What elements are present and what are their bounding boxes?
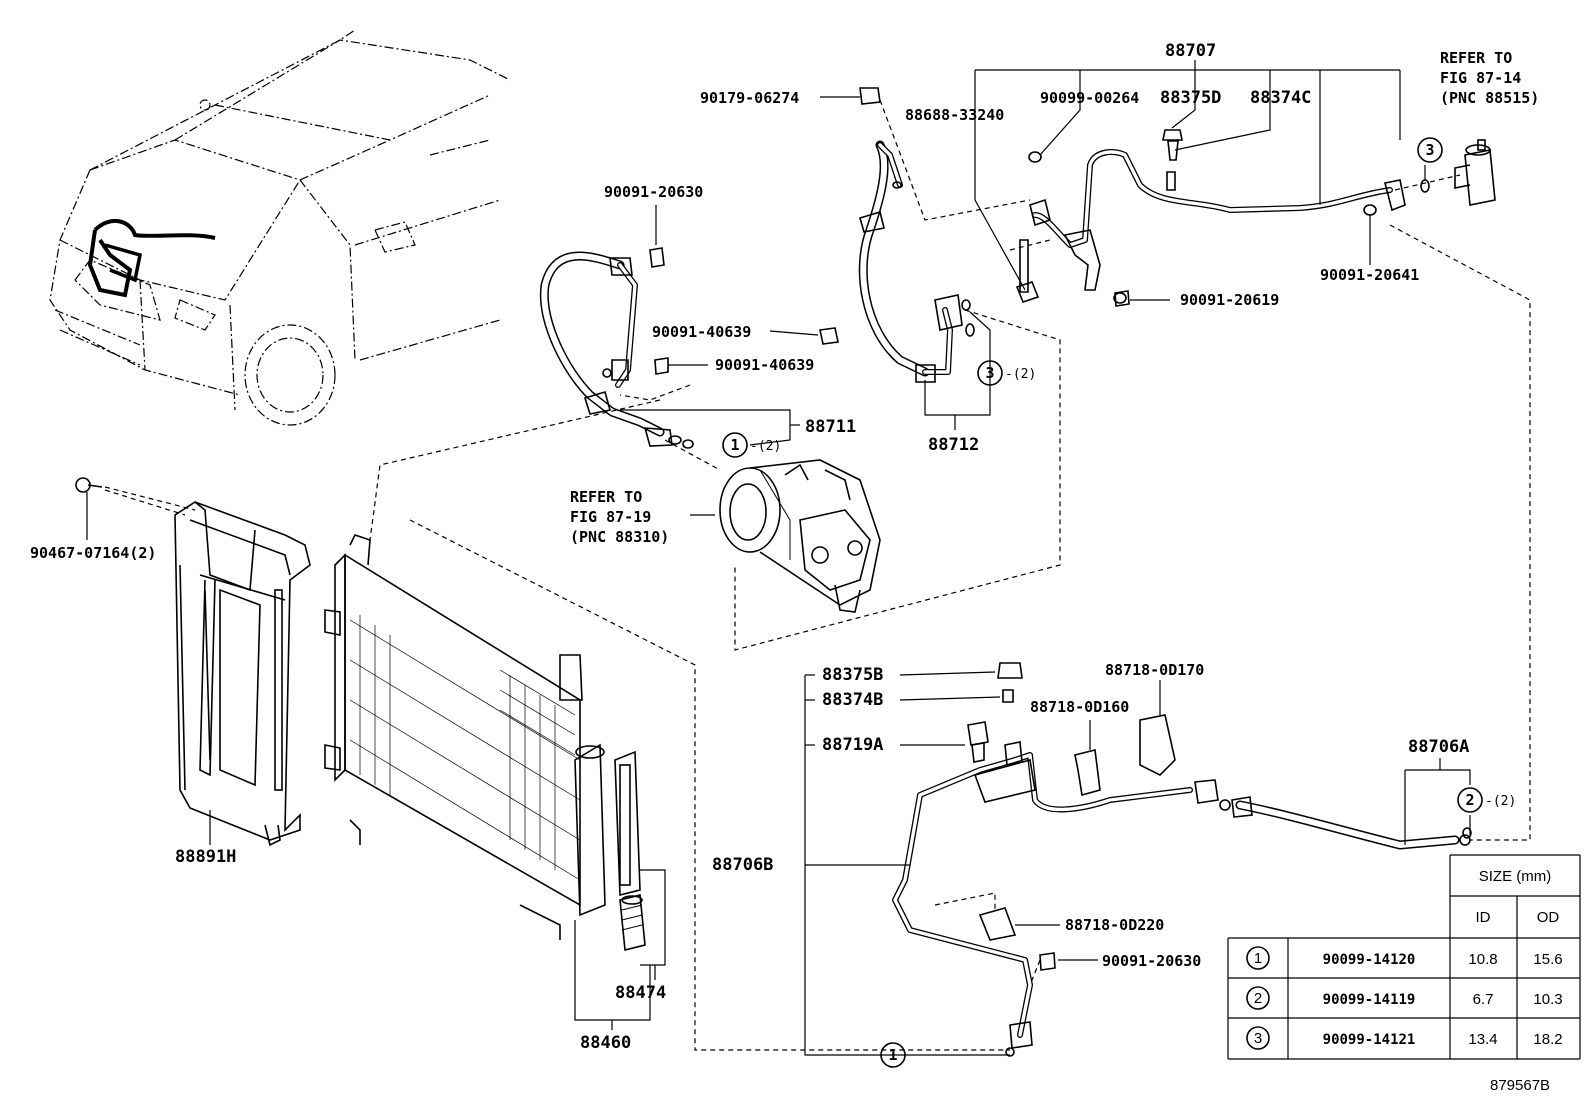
row-ref: 2 (1254, 990, 1262, 1007)
label-88891h: 88891H (175, 847, 236, 867)
label-90467-07164: 90467-07164(2) (30, 544, 156, 562)
service-valve-88375b (997, 662, 1023, 703)
label-refer-87-14-l1: REFER TO (1440, 49, 1512, 67)
label-90091-40639-b: 90091-40639 (715, 356, 814, 374)
hose-88711 (539, 251, 682, 447)
row-ref: 3 (1254, 1030, 1262, 1047)
size-table-col-id: ID (1476, 909, 1491, 926)
label-88719a: 88719A (822, 735, 883, 755)
clamps (978, 714, 1176, 941)
row-id: 10.8 (1468, 951, 1497, 968)
label-90091-20619: 90091-20619 (1180, 291, 1279, 309)
label-88707: 88707 (1165, 41, 1216, 61)
label-88474: 88474 (615, 983, 666, 1003)
vehicle-outline (49, 29, 511, 426)
label-90091-40639-a: 90091-40639 (652, 323, 751, 341)
label-88374b: 88374B (822, 690, 883, 710)
expansion-valve (1454, 139, 1496, 206)
row-od: 15.6 (1533, 951, 1562, 968)
ring-3-label-top: 3 (1425, 141, 1434, 159)
label-90091-20630-top: 90091-20630 (604, 183, 703, 201)
row-id: 6.7 (1473, 991, 1494, 1008)
condenser-88460 (324, 534, 606, 940)
ring-2-label: 2 (1465, 791, 1474, 809)
size-table-header: SIZE (mm) (1479, 868, 1552, 885)
row-od: 10.3 (1533, 991, 1562, 1008)
table-row: 2 90099-14119 6.7 10.3 (1246, 986, 1563, 1010)
o-ring-1-marker-bottom (880, 1042, 906, 1068)
o-ring-1-marker (722, 432, 748, 458)
shroud-88891h (174, 501, 311, 847)
leader-lines (86, 60, 1471, 1056)
label-88706b: 88706B (712, 855, 773, 875)
row-part: 90099-14121 (1323, 1032, 1416, 1048)
hose-88712 (858, 87, 971, 383)
ring-2-qty: -(2) (1485, 794, 1516, 809)
part-labels: 88707 REFER TO FIG 87-14 (PNC 88515) 901… (30, 41, 1550, 1094)
o-ring-2-marker (1457, 787, 1483, 813)
label-88688-33240: 88688-33240 (905, 106, 1004, 124)
ring-1-label-bottom: 1 (888, 1046, 897, 1064)
label-88718-0d220: 88718-0D220 (1065, 916, 1164, 934)
ring-1-label: 1 (730, 436, 739, 454)
label-88375d: 88375D (1160, 88, 1221, 108)
label-88460: 88460 (580, 1033, 631, 1053)
o-ring-3-marker (977, 360, 1003, 386)
dashed-guides (104, 99, 1531, 1051)
label-88718-0d170: 88718-0D170 (1105, 661, 1204, 679)
label-90099-00264: 90099-00264 (1040, 89, 1139, 107)
label-90179-06274: 90179-06274 (700, 89, 799, 107)
label-88712: 88712 (928, 435, 979, 455)
table-row: 3 90099-14121 13.4 18.2 (1246, 1026, 1563, 1050)
condenser-fins (349, 615, 581, 881)
row-od: 18.2 (1533, 1031, 1562, 1048)
ring-1-qty: -(2) (750, 439, 781, 454)
label-88706a: 88706A (1408, 737, 1469, 757)
label-refer-87-19-l3: (PNC 88310) (570, 528, 669, 546)
label-90091-20641: 90091-20641 (1320, 266, 1419, 284)
pipe-88706a (1219, 796, 1471, 850)
label-refer-87-14-l2: FIG 87-14 (1440, 69, 1521, 87)
label-88374c: 88374C (1250, 88, 1311, 108)
o-ring-callouts: 3 3 -(2) 1 -(2) 2 -(2) 1 (682, 137, 1516, 1068)
label-88711: 88711 (805, 417, 856, 437)
ring-3-qty: -(2) (1005, 367, 1036, 382)
pressure-switch-88719a (967, 721, 989, 763)
compressor (719, 459, 881, 613)
label-88375b: 88375B (822, 665, 883, 685)
receiver-88474 (614, 750, 646, 952)
o-ring-3-marker-top (1417, 137, 1443, 163)
table-row: 1 90099-14120 10.8 15.6 (1246, 946, 1563, 970)
label-90091-20630-bottom: 90091-20630 (1102, 952, 1201, 970)
bolts (75, 247, 1130, 971)
row-ref: 1 (1254, 950, 1262, 967)
ring-3-label: 3 (985, 364, 994, 382)
pipe-88706b (892, 741, 1219, 1057)
size-table: SIZE (mm) ID OD 1 90099-14120 10.8 15.6 … (1227, 854, 1581, 1060)
row-part: 90099-14120 (1323, 952, 1416, 968)
label-refer-87-19-l1: REFER TO (570, 488, 642, 506)
label-refer-87-14-l3: (PNC 88515) (1440, 89, 1539, 107)
size-table-col-od: OD (1537, 909, 1560, 926)
pipe-88707 (1015, 129, 1430, 304)
row-id: 13.4 (1468, 1031, 1497, 1048)
row-part: 90099-14119 (1323, 992, 1416, 1008)
label-88718-0d160: 88718-0D160 (1030, 698, 1129, 716)
label-refer-87-19-l2: FIG 87-19 (570, 508, 651, 526)
figure-code: 879567B (1490, 1077, 1550, 1094)
